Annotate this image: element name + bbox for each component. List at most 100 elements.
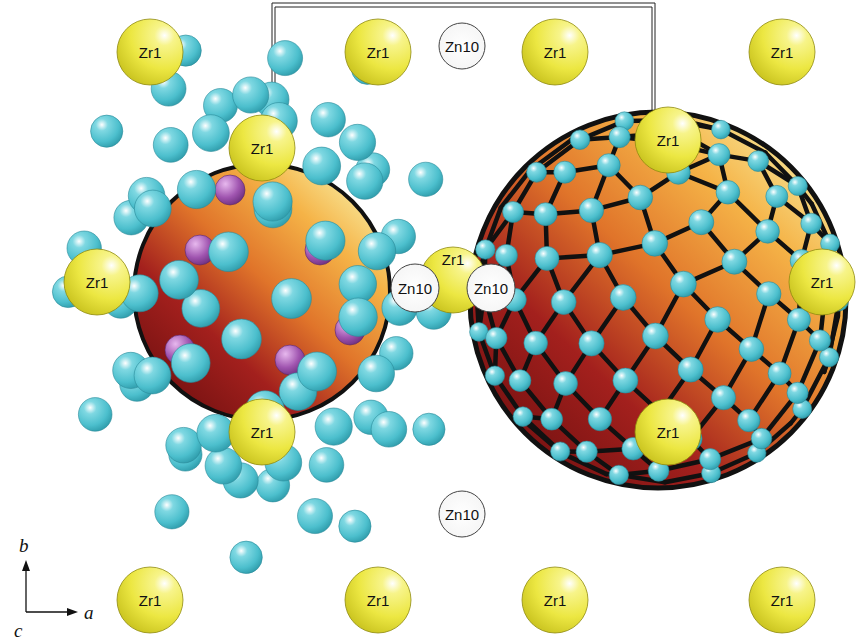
zn-atom	[306, 221, 345, 260]
zn-atom	[527, 162, 547, 182]
atom-circle	[439, 23, 485, 69]
zn-atom	[409, 162, 443, 196]
zn-atom	[613, 368, 638, 393]
zn-atom	[495, 244, 517, 266]
cell-edge	[272, 3, 655, 4]
zn-atom	[671, 271, 697, 297]
zn-atom-label: Zn10	[438, 22, 486, 70]
zn-atom	[339, 510, 371, 542]
zn-atom	[177, 170, 215, 208]
zn-atom	[339, 298, 377, 336]
atom-circle	[467, 264, 515, 312]
arrowhead	[22, 560, 30, 571]
zn-atom	[193, 115, 230, 152]
zn-atom	[787, 382, 808, 403]
zn-atom	[230, 541, 262, 573]
zn-atom	[738, 409, 760, 431]
zr-atom-label: Zr1	[521, 18, 589, 86]
zn-atom	[597, 154, 620, 177]
atom-label: Zr1	[544, 593, 567, 608]
zn-atom	[134, 190, 171, 227]
arrowhead	[67, 608, 78, 616]
axis-b	[25, 566, 26, 612]
polyhedron-edges	[476, 120, 838, 482]
zn-atom	[716, 181, 740, 205]
zn-atom	[739, 337, 764, 362]
atom-circle	[345, 19, 411, 85]
zn-atom	[272, 279, 312, 319]
atom-circle	[522, 19, 588, 85]
zn-atom	[209, 232, 249, 272]
zn-atom-label: Zn10	[438, 490, 486, 538]
zn-atom	[303, 147, 341, 185]
atom-circle	[229, 399, 295, 465]
zn-atom	[535, 246, 559, 270]
atom-label: Zr1	[367, 45, 390, 60]
atom-label: Zr1	[139, 593, 162, 608]
zn-atom-label: Zn10	[466, 263, 516, 313]
zn-atom	[134, 357, 171, 394]
atom-circle	[229, 115, 295, 181]
zn-atom	[610, 285, 636, 311]
atom-circle	[522, 567, 588, 633]
atom-label: Zr1	[811, 275, 834, 290]
polyhedron	[134, 164, 390, 420]
atom-circle	[345, 567, 411, 633]
atom-label: Zn10	[398, 281, 432, 296]
zn-atom	[678, 357, 703, 382]
zn-atom	[315, 408, 352, 445]
atom-circle	[635, 107, 701, 173]
zr-atom-label: Zr1	[748, 18, 816, 86]
zn-atom	[171, 344, 210, 383]
atom-label: Zr1	[251, 141, 274, 156]
zn-atom	[642, 231, 668, 257]
zr-atom-label: Zr1	[788, 248, 856, 316]
zn-atom	[788, 176, 807, 195]
axis-label: a	[84, 603, 94, 622]
zn-atom	[233, 77, 269, 113]
atom-label: Zr1	[771, 45, 794, 60]
zn-atom	[554, 161, 576, 183]
zn-atom	[587, 242, 612, 267]
zn-atom	[756, 220, 780, 244]
zn-atom	[708, 144, 730, 166]
zn-atom	[551, 290, 576, 315]
atom-circle	[64, 249, 130, 315]
zn-atom	[155, 495, 189, 529]
zr-atom-label: Zr1	[344, 18, 412, 86]
zn-atom	[311, 103, 345, 137]
zn-atom	[358, 232, 395, 269]
zr-atom-label: Zr1	[521, 566, 589, 634]
zn-atom	[509, 370, 531, 392]
zn-atom	[253, 182, 292, 221]
zn-atom	[298, 499, 333, 534]
zn-atom	[643, 323, 669, 349]
left-cluster	[52, 35, 451, 574]
zn-atom	[166, 427, 202, 463]
zn-atom	[513, 407, 533, 427]
atom-label: Zr1	[771, 593, 794, 608]
zn-atom	[579, 198, 603, 222]
purple-atom	[215, 175, 245, 205]
zn-atom	[91, 115, 123, 147]
zn-atom	[609, 465, 628, 484]
zn-atom	[768, 362, 791, 385]
zn-atom	[588, 407, 611, 430]
zn-atom	[705, 307, 731, 333]
zr-atom-label: Zr1	[228, 114, 296, 182]
zn-atom	[570, 130, 590, 150]
zn-atom	[809, 330, 830, 351]
zn-atom	[712, 120, 731, 139]
zn-atom	[339, 124, 375, 160]
atom-label: Zn10	[445, 39, 479, 54]
atom-label: Zr1	[251, 425, 274, 440]
zn-atom	[413, 413, 445, 445]
zr-atom-label: Zr1	[228, 398, 296, 466]
atom-label: Zr1	[657, 425, 680, 440]
zn-atom	[268, 41, 303, 76]
zn-atom	[339, 266, 376, 303]
atom-label: Zr1	[86, 275, 109, 290]
zn-atom	[298, 352, 337, 391]
